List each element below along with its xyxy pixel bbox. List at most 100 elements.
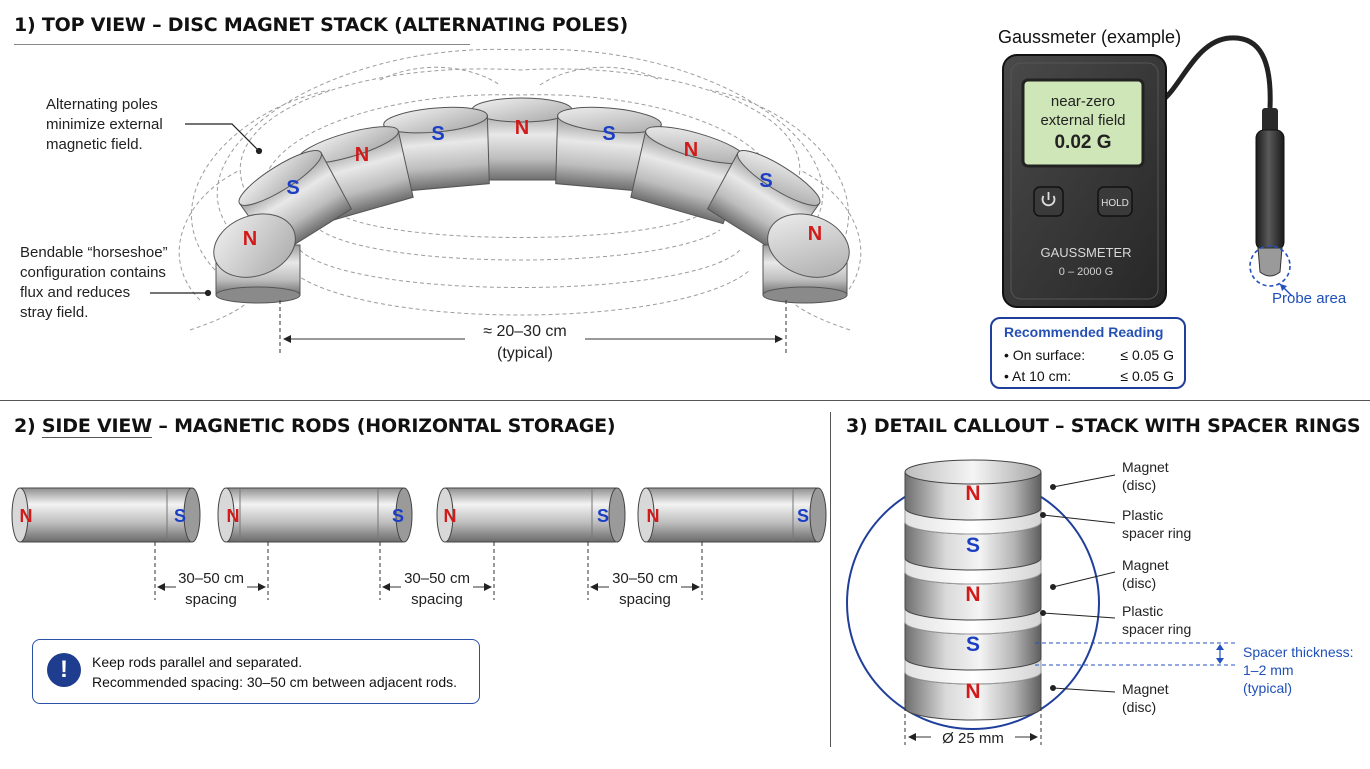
diameter-label: Ø 25 mm (942, 730, 1004, 747)
label-line: (disc) (1122, 477, 1157, 493)
spacing-label: 30–50 cm spacing (161, 568, 261, 610)
probe-area-marker (1249, 245, 1291, 287)
warning-line: Keep rods parallel and separated. (92, 654, 303, 670)
pole-label: S (759, 170, 772, 192)
warning-line: Recommended spacing: 30–50 cm between ad… (92, 674, 457, 690)
title-underline (14, 44, 470, 45)
detail-title: 3) DETAIL CALLOUT – STACK WITH SPACER RI… (846, 415, 1361, 437)
exclamation-icon: ! (47, 653, 81, 687)
probe-handle (1255, 129, 1285, 251)
leader-line (185, 123, 259, 151)
pole-label: S (431, 123, 444, 145)
horizontal-divider (0, 400, 1370, 401)
dimension-note: (typical) (497, 345, 553, 362)
probe-tip (1257, 247, 1283, 277)
disc-stack-diagram: N S N S N S N S N ≈ 20–30 cm (typical) (150, 48, 862, 362)
recommended-row-label: • On surface: (1004, 347, 1086, 363)
rod-pole-s: S (174, 506, 186, 526)
meter-screen (1021, 78, 1145, 168)
label-line: Magnet (1122, 459, 1169, 475)
recommended-title: Recommended Reading (1004, 324, 1164, 340)
hold-label: HOLD (1101, 198, 1129, 209)
screen-line: external field (1040, 112, 1126, 129)
note-line: Bendable “horseshoe” (20, 244, 168, 261)
pole-label: N (243, 228, 257, 250)
spacing-word: spacing (185, 591, 237, 608)
label-line: Magnet (1122, 681, 1169, 697)
side-title-rest: – MAGNETIC RODS (HORIZONTAL STORAGE) (151, 415, 616, 437)
spacing-value: 30–50 cm (612, 570, 678, 587)
pole-label: S (602, 123, 615, 145)
pole-label: S (286, 177, 299, 199)
note-line: Alternating poles (46, 96, 158, 113)
pole-label: N (808, 223, 822, 245)
label-line: Plastic (1122, 603, 1164, 619)
magnet-arc (213, 97, 850, 304)
rod (217, 487, 413, 543)
recommended-row-label: • At 10 cm: (1004, 368, 1072, 384)
detail-label-magnet: Magnet (disc) (1122, 556, 1169, 592)
spacer-thickness-label: Spacer thickness: 1–2 mm (typical) (1243, 643, 1354, 697)
side-view-title: 2) SIDE VIEW – MAGNETIC RODS (HORIZONTAL… (14, 415, 616, 438)
rods-diagram: N S N S N S N S (11, 487, 827, 600)
note-line: minimize external (46, 116, 163, 133)
spacing-word: spacing (619, 591, 671, 608)
rod-pole-s: S (797, 506, 809, 526)
spacing-value: 30–50 cm (178, 570, 244, 587)
screen-line: near-zero (1050, 93, 1116, 110)
dimension-value: ≈ 20–30 cm (483, 323, 567, 340)
vertical-divider (830, 412, 831, 747)
spacing-value: 30–50 cm (404, 570, 470, 587)
screen-text: near-zero external field 0.02 G (1023, 92, 1143, 152)
magnet-disc (762, 213, 850, 304)
spacing-word: spacing (411, 591, 463, 608)
side-title-underlined: SIDE VIEW (41, 415, 152, 438)
label-line: Plastic (1122, 507, 1164, 523)
alternating-poles-note: Alternating poles minimize external magn… (46, 95, 163, 155)
rod (436, 487, 626, 543)
meter-brand: GAUSSMETER (1040, 245, 1131, 260)
power-icon (1041, 192, 1056, 207)
magnet-disc (213, 213, 301, 304)
rod-pole-n: N (444, 506, 457, 526)
top-view-title: 1) TOP VIEW – DISC MAGNET STACK (ALTERNA… (14, 14, 629, 36)
rod-pole-s: S (597, 506, 609, 526)
pole-label: N (515, 117, 529, 139)
warning-text: Keep rods parallel and separated. Recomm… (92, 652, 457, 692)
spacer-stack-diagram: N S N S N Ø 25 mm (846, 459, 1235, 747)
detail-label-magnet: Magnet (disc) (1122, 680, 1169, 716)
label-line: (disc) (1122, 699, 1157, 715)
hold-button (1097, 186, 1133, 217)
disc-pole: N (965, 680, 980, 703)
pole-label: N (355, 144, 369, 166)
field-lines (178, 48, 862, 331)
detail-label-spacer: Plastic spacer ring (1122, 506, 1191, 542)
note-line: configuration contains (20, 264, 166, 281)
disc-pole: S (966, 633, 980, 656)
side-title-prefix: 2) (14, 415, 42, 437)
rod-pole-s: S (392, 506, 404, 526)
label-line: (typical) (1243, 680, 1293, 696)
disc-pole: N (965, 583, 980, 606)
rod-pole-n: N (227, 506, 240, 526)
power-button (1033, 186, 1064, 217)
note-line: flux and reduces (20, 284, 131, 301)
label-line: (disc) (1122, 575, 1157, 591)
probe-area-label: Probe area (1272, 290, 1347, 307)
recommended-row-value: ≤ 0.05 G (1120, 347, 1174, 363)
rod (11, 487, 201, 543)
gaussmeter-illustration: HOLD GAUSSMETER 0 – 2000 G (1002, 35, 1293, 308)
label-line: Magnet (1122, 557, 1169, 573)
detail-label-magnet: Magnet (disc) (1122, 458, 1169, 494)
label-line: spacer ring (1122, 621, 1192, 637)
meter-range: 0 – 2000 G (1059, 266, 1113, 278)
detail-label-spacer: Plastic spacer ring (1122, 602, 1191, 638)
pole-label: N (684, 139, 698, 161)
label-line: 1–2 mm (1243, 662, 1294, 678)
disc-stack (904, 459, 1042, 721)
probe-handle-top (1262, 108, 1278, 134)
probe-cable (1158, 35, 1273, 109)
spacing-label: 30–50 cm spacing (595, 568, 695, 610)
spacing-label: 30–50 cm spacing (387, 568, 487, 610)
screen-reading: 0.02 G (1054, 132, 1112, 153)
